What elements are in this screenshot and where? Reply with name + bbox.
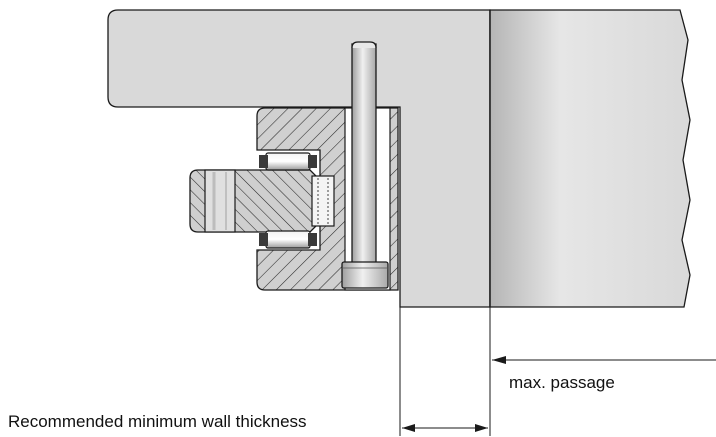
housing-block	[107, 9, 491, 308]
upper-roller	[265, 152, 311, 171]
bore-surface	[489, 9, 691, 308]
axial-roller	[311, 175, 335, 227]
max-passage-label: max. passage	[509, 373, 615, 392]
shaft-stub	[204, 169, 236, 233]
bolt-head	[341, 261, 389, 289]
min-wall-thickness-label: Recommended minimum wall thickness	[8, 412, 307, 431]
bolt-shank	[351, 43, 377, 267]
lower-roller	[265, 230, 311, 249]
